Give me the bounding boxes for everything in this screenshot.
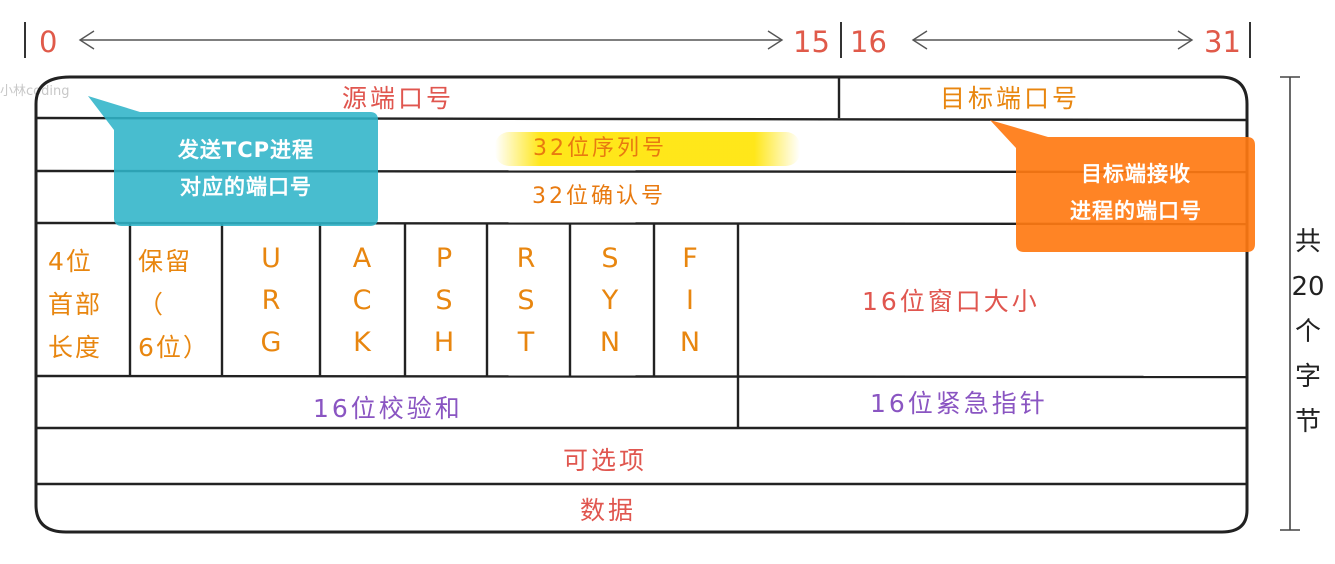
flag-fin-letter-1: F (682, 243, 698, 274)
reserved-field: 保留 （ 6位） (138, 240, 210, 369)
ruler-arrow-right (911, 30, 1194, 50)
flag-urg-letter-3: G (260, 327, 282, 358)
watermark: 小林coding (0, 84, 70, 99)
reserved-line-1: 保留 (138, 247, 193, 276)
flag-fin-letter-2: I (686, 285, 694, 316)
flag-rst: R S T (496, 238, 556, 364)
ruler-right-tick (1249, 22, 1251, 58)
ruler-arrow-left (78, 30, 784, 50)
flag-urg-letter-2: R (261, 285, 281, 316)
total-size-char-4: 字 (1294, 362, 1321, 392)
callout-right-text: 目标端接收 进程的端口号 (1024, 156, 1248, 230)
flag-psh-letter-1: P (435, 243, 453, 274)
total-size-label: 共 20 个 字 节 (1285, 220, 1331, 445)
flag-fin: F I N (660, 238, 720, 364)
callout-right-line-1: 目标端接收 (1081, 162, 1191, 186)
checksum-label: 16位校验和 (313, 394, 463, 423)
header-outline (34, 75, 1249, 534)
total-size-bracket (1280, 76, 1300, 531)
callout-left-line-1: 发送TCP进程 (177, 138, 315, 162)
callout-left-line-2: 对应的端口号 (180, 175, 312, 199)
flag-psh: P S H (414, 238, 474, 364)
ack-number-label: 32位确认号 (532, 184, 666, 209)
urgent-pointer-label: 16位紧急指针 (870, 389, 1048, 418)
flag-syn: S Y N (580, 238, 640, 364)
flag-fin-letter-3: N (679, 327, 701, 358)
header-length-line-2: 首部 (48, 290, 103, 319)
flag-psh-letter-2: S (435, 285, 453, 316)
bit-0: 0 (39, 25, 58, 59)
total-size-char-1: 共 (1294, 227, 1321, 257)
flag-syn-letter-3: N (599, 327, 621, 358)
options-label: 可选项 (563, 446, 648, 475)
flag-ack-letter-2: C (352, 285, 372, 316)
callout-right-line-2: 进程的端口号 (1070, 199, 1202, 223)
flag-rst-letter-3: T (517, 327, 535, 358)
flag-psh-letter-3: H (433, 327, 455, 358)
reserved-line-3: 6位） (138, 333, 210, 362)
total-size-char-2: 20 (1291, 272, 1325, 302)
ruler-left-tick (24, 22, 26, 58)
callout-left-text: 发送TCP进程 对应的端口号 (126, 132, 366, 206)
flag-urg: U R G (241, 238, 301, 364)
flag-rst-letter-2: S (517, 285, 535, 316)
window-size-label: 16位窗口大小 (862, 287, 1040, 316)
data-label: 数据 (580, 496, 637, 525)
bit-15: 15 (793, 25, 830, 59)
source-port-label: 源端口号 (342, 84, 455, 113)
flag-urg-letter-1: U (261, 243, 281, 274)
dest-port-label: 目标端口号 (940, 84, 1081, 113)
reserved-line-2: （ (138, 290, 166, 319)
flag-ack-letter-1: A (352, 243, 372, 274)
flag-rst-letter-1: R (516, 243, 536, 274)
callout-left-bubble (88, 96, 378, 226)
flag-ack: A C K (332, 238, 392, 364)
seq-highlight (495, 132, 800, 166)
bit-31: 31 (1204, 25, 1241, 59)
bit-16: 16 (850, 25, 887, 59)
flag-ack-letter-3: K (353, 327, 371, 358)
header-length-field: 4位 首部 长度 (48, 240, 102, 369)
header-length-line-3: 长度 (48, 333, 103, 362)
flag-syn-letter-2: Y (601, 285, 619, 316)
row-line-4 (35, 374, 1248, 379)
ruler-middle-tick (840, 22, 842, 58)
flag-syn-letter-1: S (601, 243, 619, 274)
sequence-number-label: 32位序列号 (533, 136, 667, 161)
total-size-char-3: 个 (1294, 317, 1321, 347)
header-length-line-1: 4位 (48, 247, 93, 276)
callout-right-bubble (990, 120, 1255, 252)
total-size-char-5: 节 (1294, 407, 1321, 437)
